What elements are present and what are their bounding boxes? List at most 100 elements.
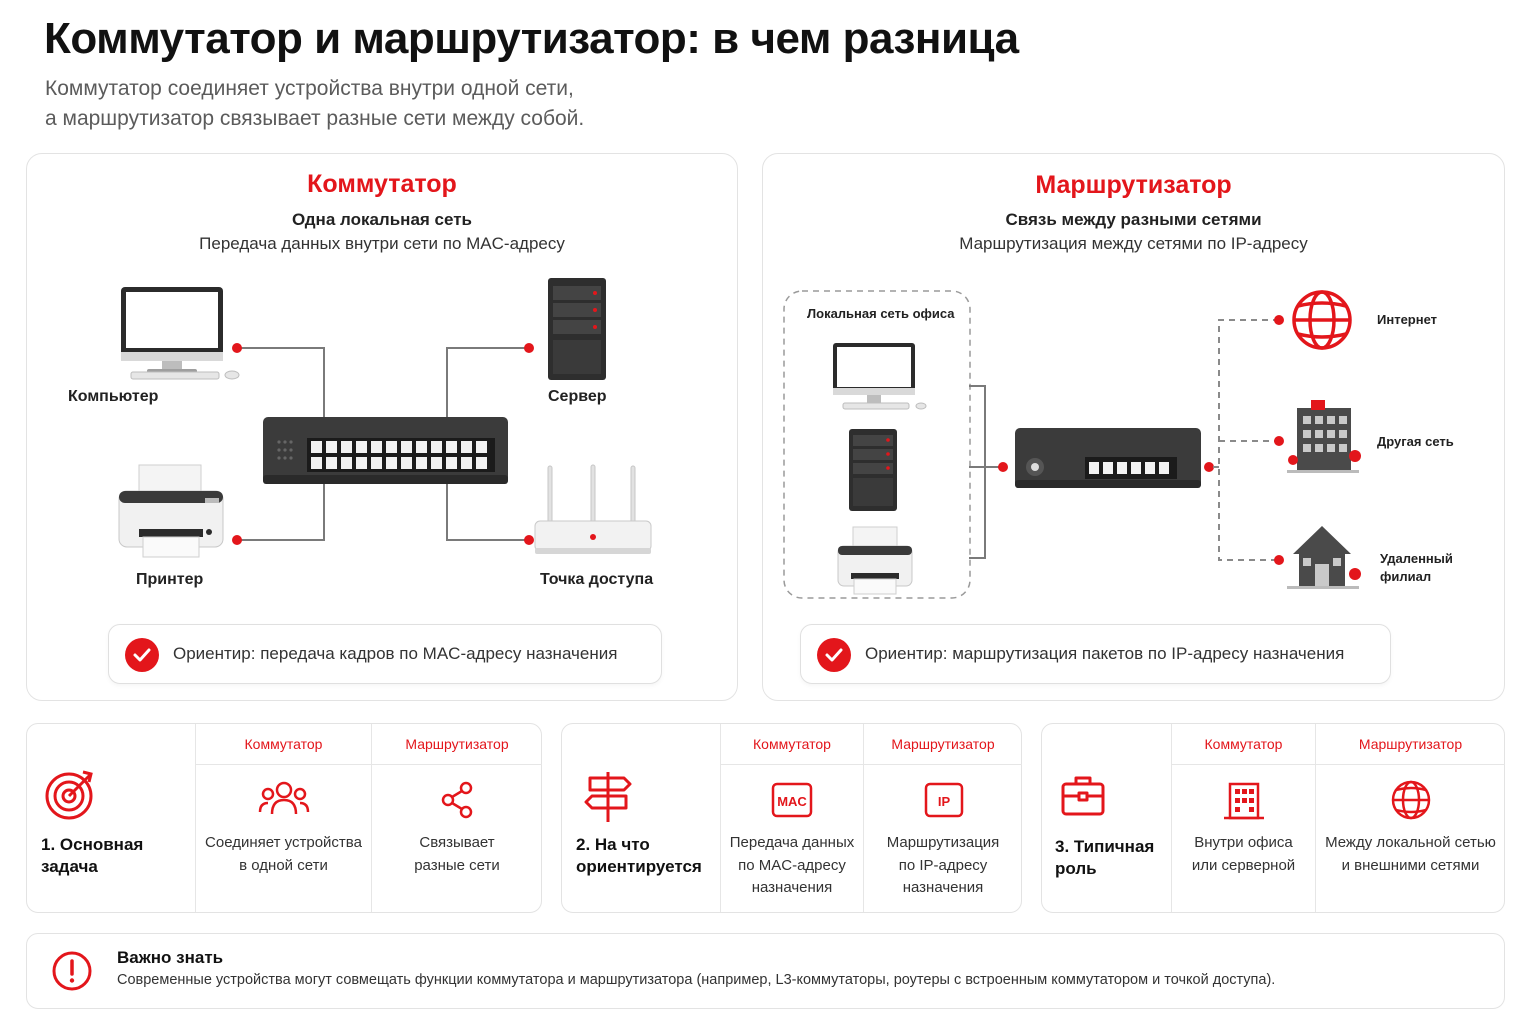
label-other-network: Другая сеть: [1377, 434, 1454, 449]
svg-text:MAC: MAC: [777, 794, 807, 809]
signpost-icon: [584, 768, 636, 829]
label-computer: Компьютер: [68, 388, 159, 405]
card-3-switch-text: Внутри офиса или серверной: [1174, 832, 1313, 877]
label-printer: Принтер: [136, 571, 204, 588]
target-icon: [43, 766, 99, 827]
lan-group-box: [783, 290, 971, 599]
card-3-router-text: Между локальной сетью и внешними сетями: [1318, 832, 1503, 877]
card-2-title: 2. На что ориентируется: [576, 834, 702, 878]
share-icon: [372, 778, 542, 822]
column-header-switch: Коммутатор: [1172, 724, 1315, 765]
house-icon: [1287, 526, 1361, 589]
label-remote-line1: Удаленный: [1380, 551, 1453, 566]
text-line: по MAC-адресу: [738, 856, 846, 874]
card-1-switch-text: Соединяет устройства в одной сети: [198, 832, 369, 877]
switch-subtitle-bold: Одна локальная сеть: [291, 210, 473, 229]
switch-note-text: Ориентир: передача кадров по MAC-адресу …: [173, 644, 618, 663]
lan-server-icon: [849, 429, 897, 511]
column-header-router: Маршрутизатор: [1316, 724, 1505, 765]
label-internet: Интернет: [1377, 312, 1438, 327]
card-1-title-line1: 1. Основная: [41, 835, 144, 854]
card-3-title-line1: 3. Типичная: [1055, 837, 1155, 856]
important-note-title: Важно знать: [117, 948, 224, 967]
label-server: Сервер: [548, 388, 607, 405]
card-2-router-text: Маршрутизация по IP-адресу назначения: [866, 832, 1020, 900]
switch-subtitle: Передача данных внутри сети по MAC-адрес…: [199, 234, 565, 253]
printer-icon: [118, 464, 224, 558]
internet-globe-icon: [1292, 290, 1352, 350]
office-building-icon: [1287, 400, 1361, 473]
text-line: Соединяет устройства: [205, 834, 362, 851]
column-header-switch: Коммутатор: [196, 724, 371, 765]
important-note: Важно знать Современные устройства могут…: [26, 933, 1505, 1009]
briefcase-icon: [1060, 772, 1106, 823]
port-dot-server: [524, 343, 534, 353]
subtitle-line-2: а маршрутизатор связывает разные сети ме…: [45, 107, 585, 130]
card-3-switch-cell: Коммутатор Внутри офиса или серверной: [1171, 724, 1315, 912]
subtitle-line-1: Коммутатор соединяет устройства внутри о…: [45, 77, 574, 100]
label-access-point: Точка доступа: [540, 571, 654, 588]
router-diagram: [783, 290, 1361, 599]
column-header-switch: Коммутатор: [721, 724, 863, 765]
port-dot-computer: [232, 343, 242, 353]
card-2-router-cell: Маршрутизатор IP Маршрутизация по IP-адр…: [863, 724, 1022, 912]
page-title: Коммутатор и маршрутизатор: в чем разниц…: [44, 14, 1019, 63]
text-line: Связывает: [419, 834, 495, 851]
card-1-router-cell: Маршрутизатор Связывает разные сети: [371, 724, 542, 912]
label-remote-line2: филиал: [1380, 569, 1432, 584]
port-dot-ap: [524, 535, 534, 545]
switch-panel: Коммутатор Одна локальная сеть Передача …: [26, 153, 738, 701]
check-icon: [125, 638, 159, 672]
card-1-title-line2: задача: [41, 857, 98, 876]
text-line: по IP-адресу: [898, 856, 988, 874]
card-2-title-line1: 2. На что: [576, 835, 650, 854]
card-2-switch-cell: Коммутатор MAC Передача данных по MAC-ад…: [720, 724, 863, 912]
server-icon: [548, 278, 606, 380]
lan-computer-icon: [833, 343, 927, 410]
lan-printer-icon: [837, 526, 913, 595]
switch-connections: [237, 347, 529, 541]
router-note-text: Ориентир: маршрутизация пакетов по IP-ад…: [865, 644, 1345, 663]
column-header-router: Маршрутизатор: [864, 724, 1022, 765]
switch-title: Коммутатор: [307, 170, 457, 198]
building-icon: [1172, 778, 1315, 822]
comparison-card-orientation: 2. На что ориентируется Коммутатор MAC П…: [561, 723, 1022, 913]
router-subtitle: Маршрутизация между сетями по IP-адресу: [959, 234, 1308, 253]
card-3-title-line2: роль: [1055, 859, 1097, 878]
switch-diagram: [118, 278, 652, 558]
switch-note: Ориентир: передача кадров по MAC-адресу …: [108, 624, 662, 684]
router-title: Маршрутизатор: [1035, 171, 1232, 199]
router-subtitle-bold: Связь между разными сетями: [1005, 210, 1262, 229]
text-line: и внешними сетями: [1341, 856, 1480, 874]
port-dot-printer: [232, 535, 242, 545]
text-line: назначения: [902, 879, 984, 896]
globe-icon: [1316, 778, 1505, 822]
ip-tag-icon: IP: [864, 778, 1022, 822]
card-3-title: 3. Типичная роль: [1055, 836, 1154, 880]
check-icon: [817, 638, 851, 672]
users-icon: [196, 778, 371, 822]
text-line: назначения: [751, 879, 833, 896]
card-1-switch-cell: Коммутатор Соединяет устройства в одной …: [195, 724, 371, 912]
svg-text:IP: IP: [938, 794, 951, 809]
text-line: Передача данных: [729, 834, 855, 851]
access-point-icon: [534, 464, 652, 554]
card-3-router-cell: Маршрутизатор Между локальной сетью и вн…: [1315, 724, 1505, 912]
card-2-switch-text: Передача данных по MAC-адресу назначения: [723, 832, 861, 900]
important-note-text: Современные устройства могут совмещать ф…: [117, 972, 1276, 988]
text-line: разные сети: [414, 856, 500, 874]
text-line: Маршрутизация: [886, 834, 1000, 851]
mac-tag-icon: MAC: [721, 778, 863, 822]
card-1-router-text: Связывает разные сети: [374, 832, 540, 877]
router-note: Ориентир: маршрутизация пакетов по IP-ад…: [800, 624, 1391, 684]
router-panel: Маршрутизатор Связь между разными сетями…: [762, 153, 1505, 701]
network-switch-icon: [263, 417, 508, 484]
page-subtitle: Коммутатор соединяет устройства внутри о…: [45, 74, 945, 134]
column-header-router: Маршрутизатор: [372, 724, 542, 765]
comparison-card-task: 1. Основная задача Коммутатор Соединяет …: [26, 723, 542, 913]
text-line: в одной сети: [239, 856, 328, 874]
alert-icon: [51, 950, 93, 997]
text-line: или серверной: [1191, 856, 1296, 874]
lan-group-label: Локальная сеть офиса: [807, 306, 955, 321]
text-line: Между локальной сетью: [1325, 834, 1496, 851]
